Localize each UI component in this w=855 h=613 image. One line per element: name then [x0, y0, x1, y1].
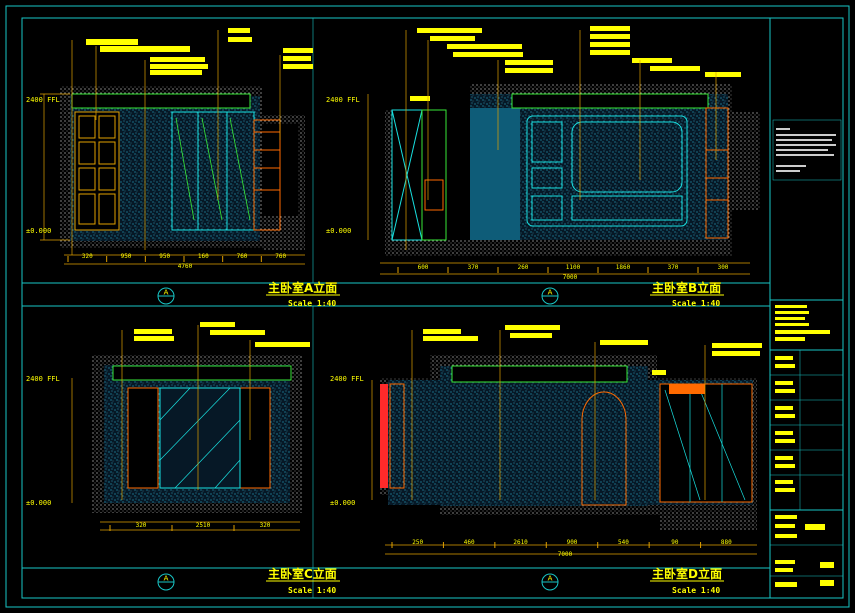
dimension-label: 760: [237, 253, 248, 260]
ceiling-cornice: [511, 93, 709, 109]
title-block: [769, 17, 844, 599]
dimension-label: 880: [721, 539, 732, 546]
dimension-label: 900: [567, 539, 578, 546]
dimension-label: 300: [718, 264, 729, 271]
dimension-label: 950: [121, 253, 132, 260]
ceiling-cornice: [71, 93, 251, 109]
section-marker-letter: A: [548, 575, 553, 583]
section-marker-letter: A: [164, 289, 169, 297]
dimension-label: 320: [260, 522, 271, 529]
wardrobe: [659, 383, 753, 503]
level-bottom: ±0.000: [330, 499, 355, 507]
section-marker-letter: A: [164, 575, 169, 583]
dimension-label: 950: [159, 253, 170, 260]
level-top: 2400 FFL: [330, 375, 364, 383]
dimension-label: 370: [668, 264, 679, 271]
view-scale: Scale 1:40: [288, 299, 336, 308]
dimension-label: 370: [468, 264, 479, 271]
ceiling-cornice: [112, 365, 292, 381]
view-title: 主卧室B立面: [652, 280, 721, 295]
view-label-d: A 主卧室D立面 Scale 1:40 2400 FFL ±0.000: [330, 375, 724, 595]
level-top: 2400 FFL: [26, 375, 60, 383]
elevation-view-b: [367, 26, 760, 275]
dimension-label: 1860: [616, 264, 631, 271]
curtain-left: [127, 387, 159, 489]
red-panel: [380, 384, 388, 488]
dimension-label: 160: [198, 253, 209, 260]
level-bottom: ±0.000: [326, 227, 351, 235]
view-label-a: A 主卧室A立面 Scale 1:40 2400 FFL ±0.000: [26, 96, 340, 308]
dimension-label: 760: [275, 253, 286, 260]
curtain-right: [239, 387, 271, 489]
overall-dimension: 7000: [558, 551, 573, 558]
dimension-label: 600: [418, 264, 429, 271]
elevation-view-a: [40, 28, 313, 265]
dimension-label: 2610: [513, 539, 528, 546]
view-scale: Scale 1:40: [672, 299, 720, 308]
view-title: 主卧室A立面: [268, 280, 337, 295]
view-scale: Scale 1:40: [288, 586, 336, 595]
side-shelves: [253, 119, 281, 231]
paneled-door: [74, 111, 120, 231]
window: [159, 387, 241, 489]
view-label-b: A 主卧室B立面 Scale 1:40 2400 FFL ±0.000: [326, 96, 724, 308]
dimension-label: 460: [464, 539, 475, 546]
dimension-label: 260: [518, 264, 529, 271]
overall-dimension: 4760: [178, 263, 193, 270]
elevation-view-d: [371, 325, 762, 555]
elevation-view-c: [71, 322, 310, 531]
arched-door: [581, 391, 627, 506]
dimension-label: 250: [412, 539, 423, 546]
dimension-label: 2510: [196, 522, 211, 529]
dimension-label: 320: [136, 522, 147, 529]
dimension-label: 1100: [566, 264, 581, 271]
overall-dimension: 7000: [563, 274, 578, 281]
dimension-label: 540: [618, 539, 629, 546]
section-marker-letter: A: [548, 289, 553, 297]
headboard-panel: [526, 115, 688, 227]
section-marker-icon: A: [157, 573, 175, 591]
level-top: 2400 FFL: [26, 96, 60, 104]
level-top: 2400 FFL: [326, 96, 360, 104]
teal-door: [470, 108, 520, 240]
view-title: 主卧室C立面: [268, 566, 337, 581]
view-title: 主卧室D立面: [652, 566, 722, 581]
view-label-c: A 主卧室C立面 Scale 1:40 2400 FFL ±0.000: [26, 375, 340, 595]
section-marker-icon: A: [157, 287, 175, 305]
level-bottom: ±0.000: [26, 227, 51, 235]
dimension-label: 320: [82, 253, 93, 260]
section-marker-icon: A: [541, 287, 559, 305]
section-marker-icon: A: [541, 573, 559, 591]
dimension-label: 90: [671, 539, 679, 546]
sheet-outer-frame: [5, 5, 850, 608]
ceiling-cornice: [451, 365, 628, 383]
view-scale: Scale 1:40: [672, 586, 720, 595]
level-bottom: ±0.000: [26, 499, 51, 507]
